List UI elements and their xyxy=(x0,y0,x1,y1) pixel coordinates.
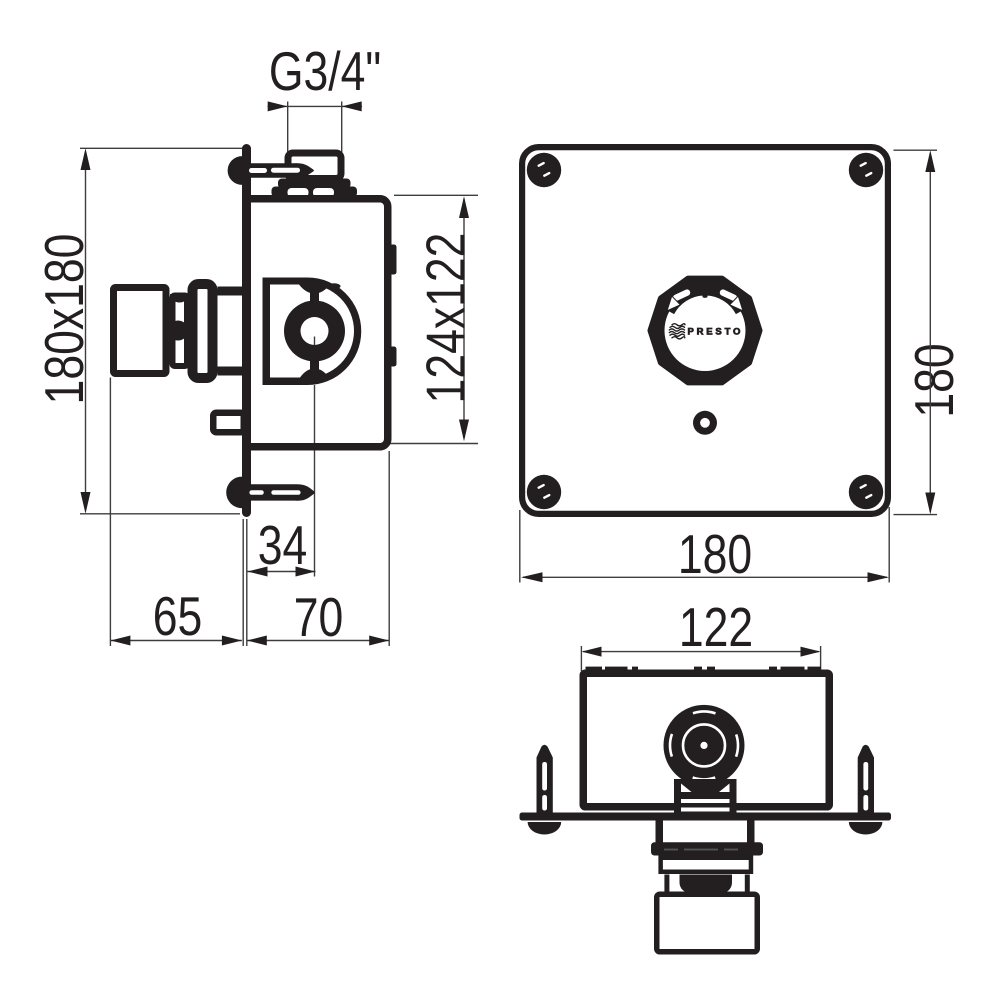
svg-text:65: 65 xyxy=(153,586,203,648)
svg-text:34: 34 xyxy=(258,515,308,577)
svg-text:G3/4": G3/4" xyxy=(269,41,381,103)
svg-text:PRESTO: PRESTO xyxy=(688,327,744,338)
svg-text:180: 180 xyxy=(678,523,752,585)
svg-text:70: 70 xyxy=(294,587,344,649)
svg-text:124x122: 124x122 xyxy=(415,233,477,404)
svg-text:180x180: 180x180 xyxy=(34,234,96,405)
svg-text:122: 122 xyxy=(679,596,753,658)
svg-text:180: 180 xyxy=(904,343,966,417)
